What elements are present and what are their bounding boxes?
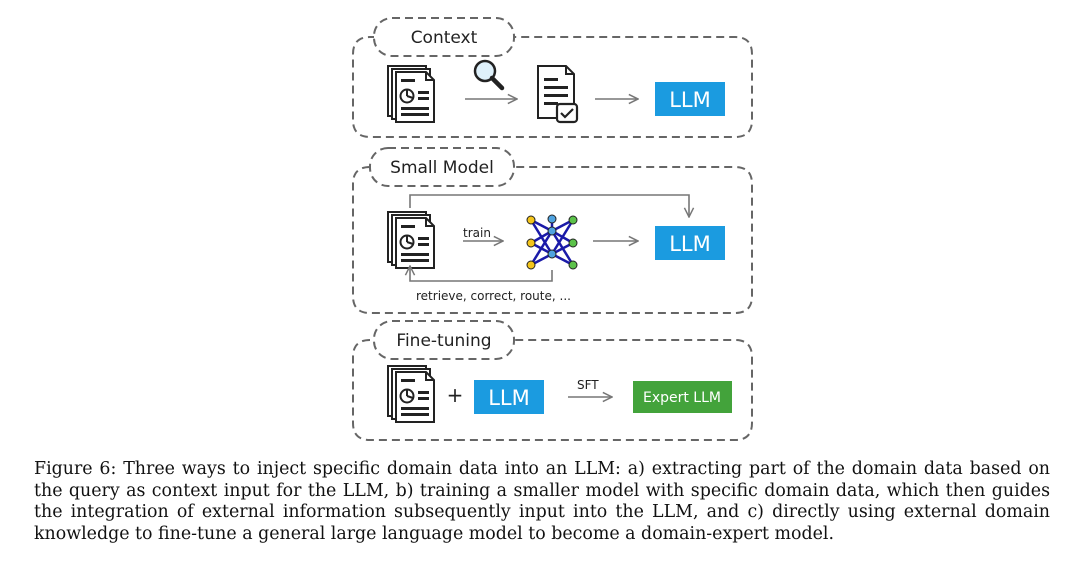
context-title: Context <box>411 28 478 48</box>
figure-caption: Figure 6: Three ways to inject specific … <box>34 459 1050 544</box>
fine-tuning-title: Fine-tuning <box>396 331 491 351</box>
small-model-panel: Small Model train <box>352 147 753 314</box>
fine-tuning-panel: Fine-tuning + LLM SFT Expert LLM <box>352 320 753 441</box>
plus-sign: + <box>447 383 464 407</box>
checked-document-icon <box>537 65 579 124</box>
feedback-label: retrieve, correct, route, ... <box>416 289 571 303</box>
fine-tuning-llm-label: LLM <box>488 386 530 410</box>
feedback-arrow <box>410 266 553 282</box>
small-model-title-box <box>369 147 515 187</box>
context-title-box <box>373 17 515 57</box>
fine-tuning-panel-border <box>352 339 753 441</box>
fine-tuning-title-box <box>373 320 515 360</box>
sft-label: SFT <box>577 378 599 392</box>
expert-llm-box <box>633 381 732 413</box>
small-model-title: Small Model <box>390 158 494 178</box>
train-label: train <box>463 226 491 240</box>
document-stack-icon <box>387 211 435 269</box>
neural-network-icon <box>526 214 578 270</box>
small-model-llm-box <box>655 226 725 260</box>
context-llm-box <box>655 82 725 116</box>
context-llm-label: LLM <box>669 88 711 112</box>
domain-injection-diagram: Context LLM Small Model train <box>352 17 753 441</box>
small-model-llm-label: LLM <box>669 232 711 256</box>
document-stack-icon <box>387 65 435 123</box>
small-model-panel-border <box>352 166 753 314</box>
document-stack-icon <box>387 365 435 423</box>
fine-tuning-llm-box <box>474 380 544 414</box>
expert-llm-label: Expert LLM <box>643 390 721 406</box>
bypass-arrow <box>409 194 689 217</box>
context-panel: Context LLM <box>352 17 753 138</box>
magnifier-icon <box>473 59 505 91</box>
